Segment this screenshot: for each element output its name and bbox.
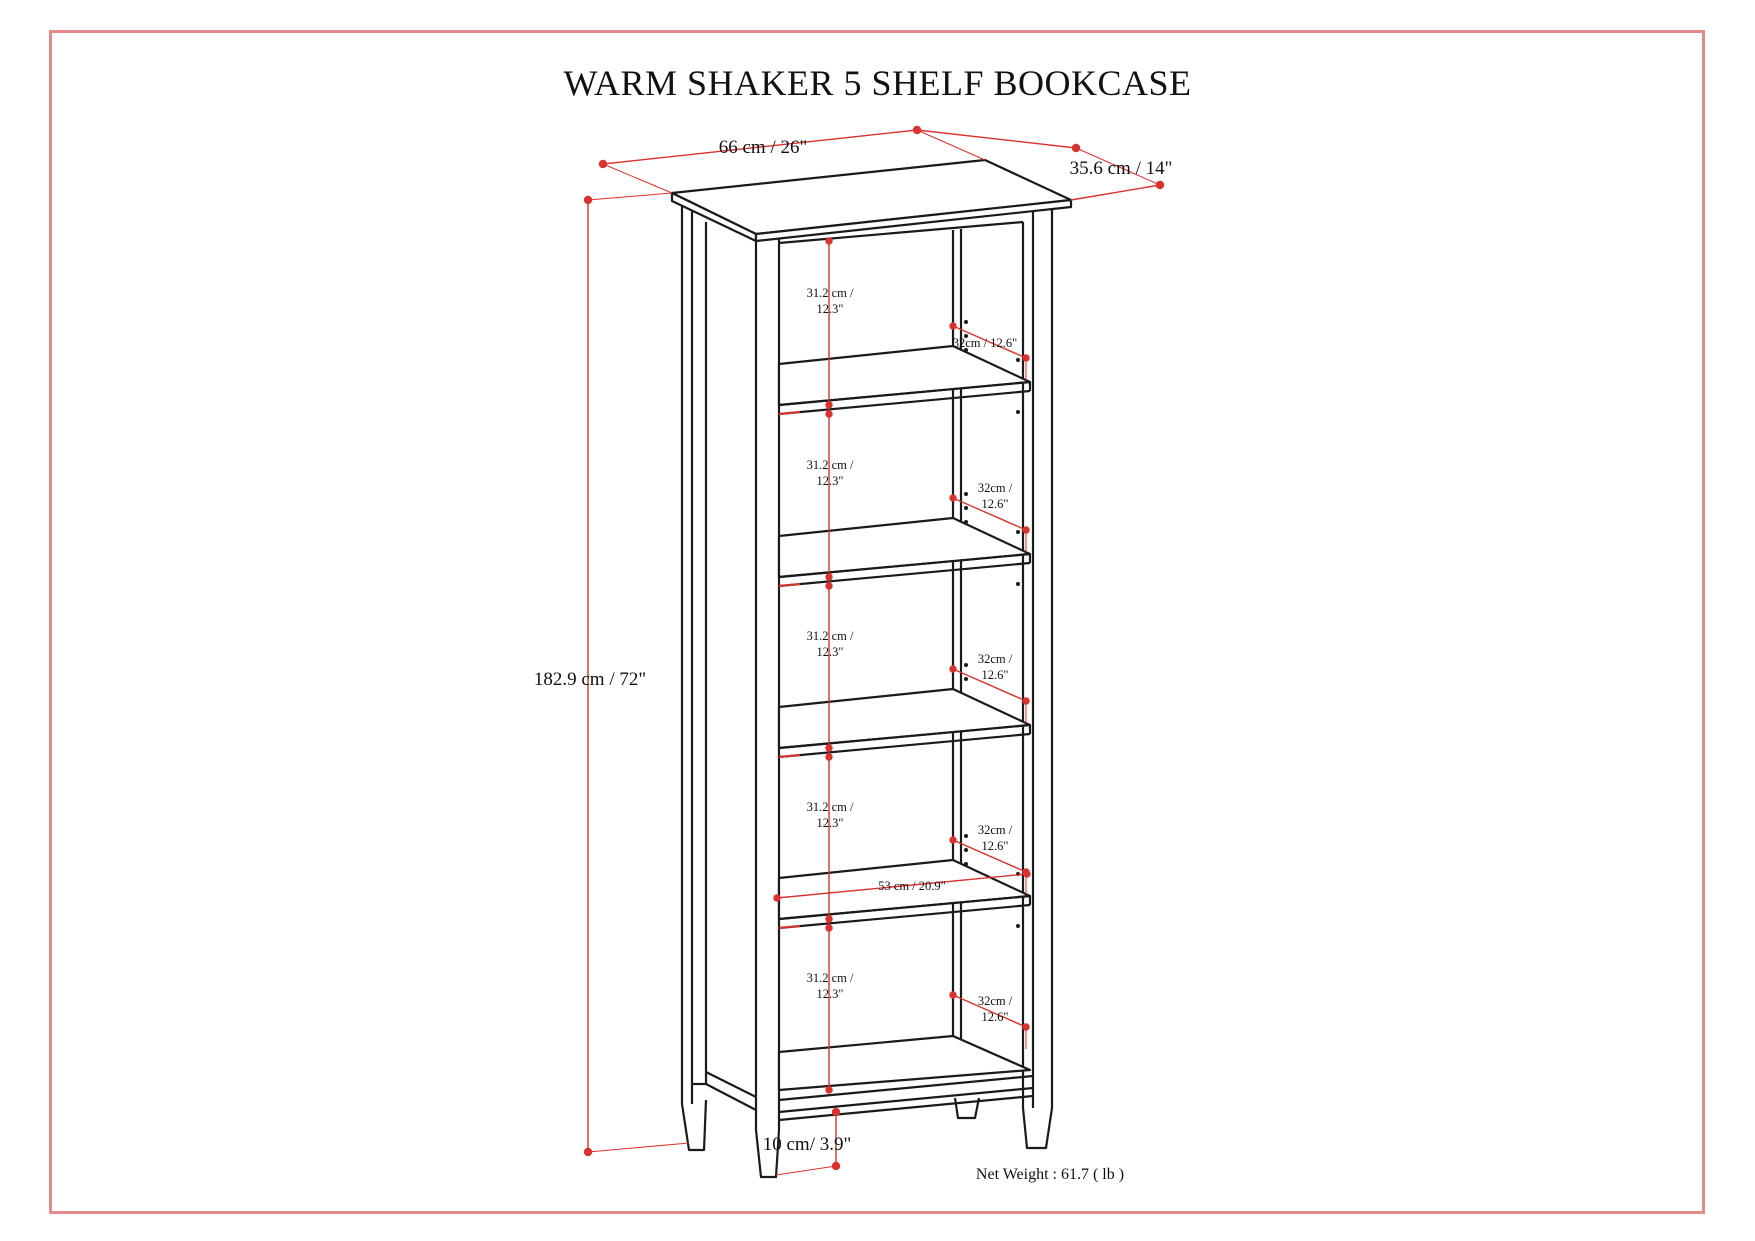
shelf-gap-label: 31.2 cm / <box>807 286 854 300</box>
shelf-gap-label: 31.2 cm / <box>807 458 854 472</box>
leg-height-label: 10 cm/ 3.9" <box>763 1134 852 1155</box>
depth-label: 35.6 cm / 14" <box>1070 158 1173 179</box>
shelf-gap-label: 31.2 cm / <box>807 629 854 643</box>
shelf-depth-label: 32cm / <box>978 994 1013 1008</box>
shelf-4 <box>777 858 1032 930</box>
shelf-gap-label: 12.3" <box>817 987 844 1001</box>
shelf-depth-label: 32cm / <box>978 481 1013 495</box>
net-weight-label: Net Weight : 61.7 ( lb ) <box>976 1166 1124 1183</box>
shelf-depth-label: 32cm / <box>978 823 1013 837</box>
shelf-bottom <box>777 1034 1032 1092</box>
height-label: 182.9 cm / 72" <box>534 669 646 690</box>
shelf-3 <box>777 687 1032 759</box>
shelf-pin-holes <box>964 320 1020 928</box>
shelf-depth-label: 32cm / <box>978 652 1013 666</box>
diagram-title: WARM SHAKER 5 SHELF BOOKCASE <box>563 63 1192 103</box>
inner-width-label: 53 cm / 20.9" <box>878 879 946 893</box>
shelf-gap-label: 12.3" <box>817 816 844 830</box>
shelf-depth-labels: 32cm / 12.6" 32cm / 12.6" 32cm / 12.6" 3… <box>953 336 1017 1024</box>
shelf-gap-label: 12.3" <box>817 302 844 316</box>
shelf-gap-label: 12.3" <box>817 645 844 659</box>
bookcase-outline <box>670 158 1073 1179</box>
shelf-depth-label: 12.6" <box>982 1010 1009 1024</box>
dimension-lines <box>583 125 1165 1176</box>
shelf-2 <box>777 516 1032 588</box>
shelf-gap-label: 31.2 cm / <box>807 800 854 814</box>
shelf-gap-label: 31.2 cm / <box>807 971 854 985</box>
shelf-gap-label: 12.3" <box>817 474 844 488</box>
shelf-depth-label: 32cm / 12.6" <box>953 336 1017 350</box>
width-label: 66 cm / 26" <box>719 137 808 158</box>
shelf-gap-labels: 31.2 cm / 12.3" 31.2 cm / 12.3" 31.2 cm … <box>807 286 854 1001</box>
shelf-depth-label: 12.6" <box>982 497 1009 511</box>
shelf-1 <box>777 344 1032 416</box>
page-border <box>49 30 1705 1214</box>
shelf-depth-label: 12.6" <box>982 668 1009 682</box>
shelf-depth-label: 12.6" <box>982 839 1009 853</box>
